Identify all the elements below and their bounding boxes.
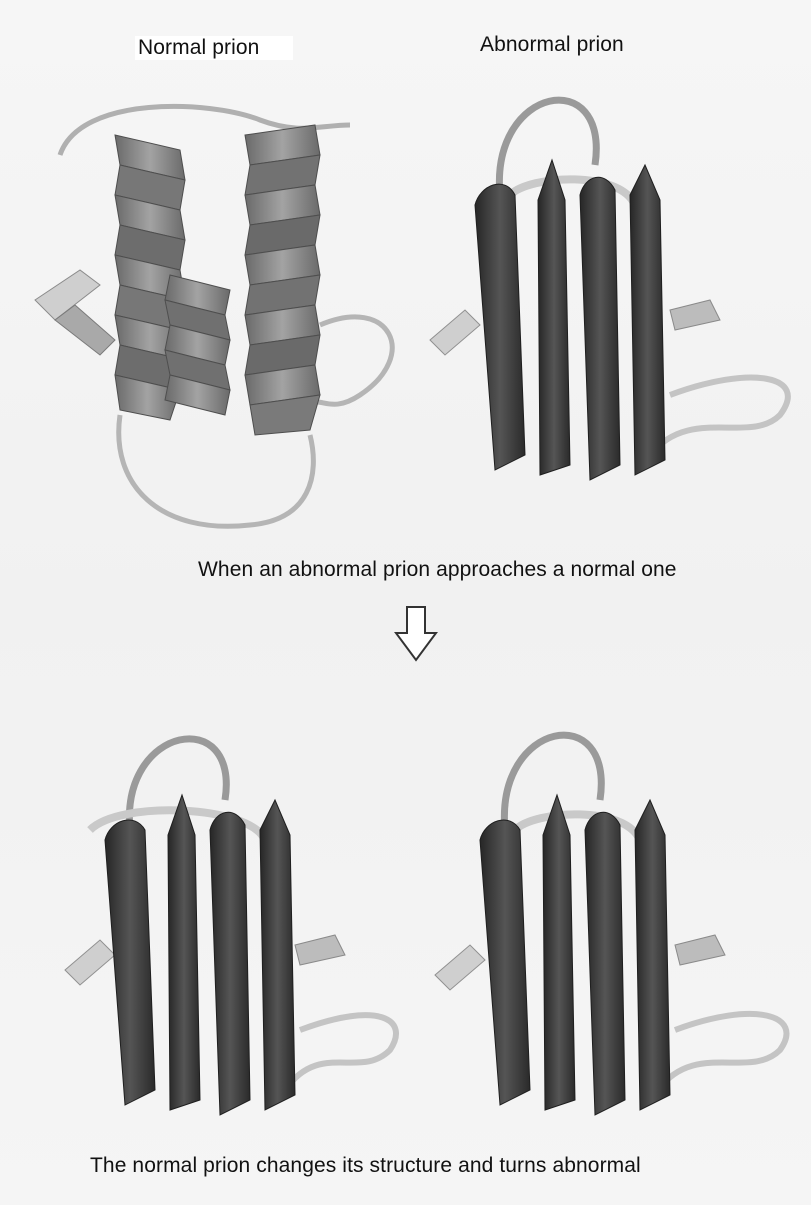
beta-strand-3 bbox=[585, 812, 625, 1115]
helix-b bbox=[165, 275, 230, 415]
normal-prion-structure bbox=[20, 95, 410, 540]
beta-strand-3 bbox=[580, 177, 620, 480]
helix-c bbox=[245, 125, 320, 435]
converted-prion-structure bbox=[60, 720, 420, 1140]
beta-strand-1 bbox=[480, 820, 530, 1105]
loop-right bbox=[310, 317, 392, 405]
beta-strand-4 bbox=[260, 800, 295, 1110]
abnormal-prion-structure-bottom bbox=[430, 715, 810, 1140]
beta-strand-1 bbox=[475, 184, 525, 470]
side-ribbon-left bbox=[65, 940, 115, 985]
side-ribbon-left bbox=[430, 310, 480, 355]
tail-loop bbox=[285, 1015, 396, 1090]
tail-loop bbox=[658, 1014, 786, 1090]
beta-strand-1 bbox=[105, 820, 155, 1105]
back-ribbon bbox=[515, 814, 640, 840]
side-ribbon-right bbox=[670, 300, 720, 330]
side-ribbon-right bbox=[675, 935, 725, 965]
hollow-down-arrow-icon bbox=[394, 605, 438, 663]
abnormal-prion-structure-top bbox=[420, 75, 810, 505]
beta-strand-3 bbox=[210, 812, 250, 1115]
back-ribbon bbox=[510, 179, 635, 205]
side-ribbon-right bbox=[295, 935, 345, 965]
beta-strand-2 bbox=[543, 795, 575, 1110]
abnormal-prion-label: Abnormal prion bbox=[480, 33, 624, 57]
beta-strand-2 bbox=[538, 160, 570, 475]
approach-caption: When an abnormal prion approaches a norm… bbox=[198, 558, 677, 582]
result-caption: The normal prion changes its structure a… bbox=[90, 1154, 641, 1178]
normal-prion-label: Normal prion bbox=[135, 36, 293, 60]
side-ribbon-left bbox=[435, 945, 485, 990]
beta-strand-2 bbox=[168, 795, 200, 1110]
beta-strand-4 bbox=[635, 800, 670, 1110]
tail-loop bbox=[650, 378, 788, 455]
beta-strand-4 bbox=[630, 165, 665, 475]
